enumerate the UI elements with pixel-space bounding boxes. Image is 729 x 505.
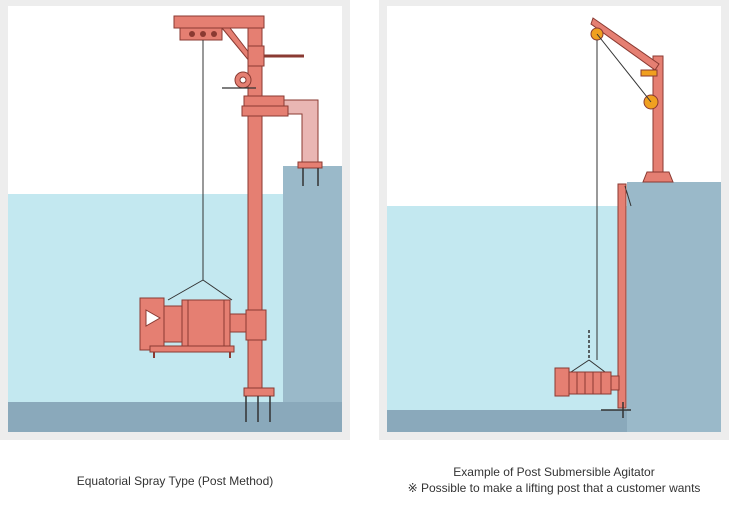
- tank-floor-right: [387, 410, 627, 432]
- crane-jib: [173, 15, 304, 67]
- right-diagram-panel: [379, 0, 729, 440]
- left-diagram-panel: [0, 0, 350, 440]
- caption-post-method: Equatorial Spray Type (Post Method): [0, 473, 350, 489]
- submersible-agitator-right: [554, 367, 620, 397]
- guide-post: [601, 183, 632, 418]
- winch: [222, 71, 256, 89]
- tank-floor-left: [8, 402, 342, 432]
- crane-mast: [590, 17, 674, 183]
- lifting-post: [241, 27, 289, 422]
- tank-wall-left: [283, 166, 342, 432]
- caption-right-title: Example of Post Submersible Agitator: [453, 465, 655, 479]
- caption-post-agitator: Example of Post Submersible Agitator ※ P…: [379, 464, 729, 496]
- post-submersible-agitator-diagram: [387, 6, 721, 432]
- submersible-agitator-left: [139, 297, 247, 358]
- tank-wall-right: [627, 182, 721, 432]
- caption-left-text: Equatorial Spray Type (Post Method): [76, 474, 274, 488]
- post-method-diagram: [8, 6, 342, 432]
- caption-right-note: ※ Possible to make a lifting post that a…: [407, 481, 701, 495]
